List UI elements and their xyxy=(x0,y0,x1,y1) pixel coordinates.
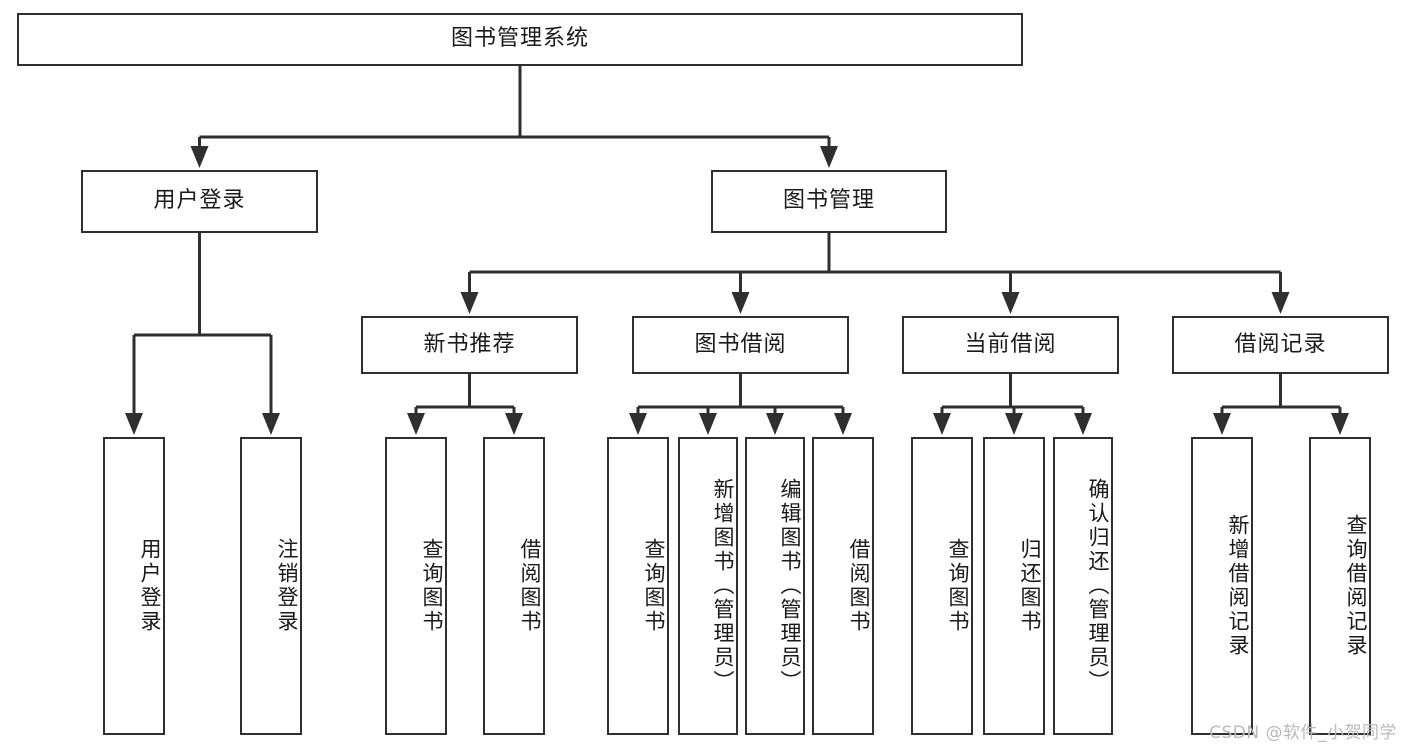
node-label: 归还图书 xyxy=(1018,538,1042,634)
node-leaf-borrow-book-1[interactable]: 借阅图书 xyxy=(483,437,545,735)
node-book-manage[interactable]: 图书管理 xyxy=(711,170,947,233)
node-label: 注销登录 xyxy=(275,538,299,634)
node-current-borrow[interactable]: 当前借阅 xyxy=(902,316,1119,374)
node-book-borrow[interactable]: 图书借阅 xyxy=(632,316,849,374)
node-label: 查询图书 xyxy=(420,538,444,634)
node-leaf-borrow-book-2[interactable]: 借阅图书 xyxy=(812,437,874,735)
node-label: 用户登录 xyxy=(153,188,246,214)
node-leaf-query-record[interactable]: 查询借阅记录 xyxy=(1309,437,1371,735)
node-label: 用户登录 xyxy=(138,538,162,634)
node-leaf-query-book-2[interactable]: 查询图书 xyxy=(607,437,669,735)
node-leaf-edit-book[interactable]: 编辑图书（管理员） xyxy=(745,437,805,735)
node-label: 图书借阅 xyxy=(694,331,787,357)
node-label: 图书管理系统 xyxy=(450,26,589,52)
node-label: 图书管理 xyxy=(782,188,875,214)
node-leaf-return-book[interactable]: 归还图书 xyxy=(983,437,1045,735)
node-user-login[interactable]: 用户登录 xyxy=(81,170,318,233)
node-leaf-user-logout[interactable]: 注销登录 xyxy=(240,437,302,735)
node-label: 查询图书 xyxy=(642,538,666,634)
node-label: 查询借阅记录 xyxy=(1344,514,1368,658)
node-label: 借阅记录 xyxy=(1234,331,1327,357)
node-label: 新书推荐 xyxy=(423,331,516,357)
watermark: CSDN @软件_小贺同学 xyxy=(1209,723,1397,743)
node-label: 新增借阅记录 xyxy=(1226,514,1250,658)
node-borrow-record[interactable]: 借阅记录 xyxy=(1172,316,1389,374)
node-new-book-rec[interactable]: 新书推荐 xyxy=(361,316,578,374)
node-label: 借阅图书 xyxy=(847,538,871,634)
node-root[interactable]: 图书管理系统 xyxy=(17,13,1023,66)
node-label: 借阅图书 xyxy=(518,538,542,634)
node-label: 查询图书 xyxy=(946,538,970,634)
node-leaf-user-login[interactable]: 用户登录 xyxy=(103,437,165,735)
node-leaf-query-book-1[interactable]: 查询图书 xyxy=(385,437,447,735)
node-label: 编辑图书（管理员） xyxy=(778,478,802,694)
node-leaf-add-book[interactable]: 新增图书（管理员） xyxy=(678,437,738,735)
node-leaf-query-book-3[interactable]: 查询图书 xyxy=(911,437,973,735)
node-leaf-add-record[interactable]: 新增借阅记录 xyxy=(1191,437,1253,735)
node-label: 确认归还（管理员） xyxy=(1086,478,1110,694)
node-label: 新增图书（管理员） xyxy=(711,478,735,694)
node-label: 当前借阅 xyxy=(964,331,1057,357)
node-leaf-confirm-return[interactable]: 确认归还（管理员） xyxy=(1053,437,1113,735)
